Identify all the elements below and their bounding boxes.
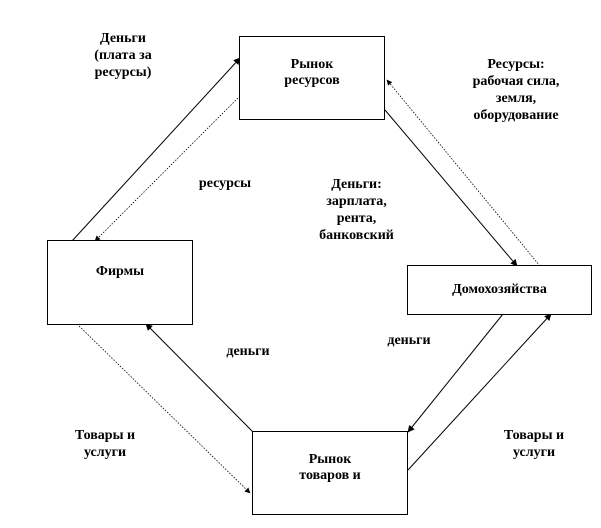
goods-market-label: Рынок товаров и: [299, 452, 361, 483]
label-resources-offer: Ресурсы: рабочая сила, земля, оборудован…: [472, 57, 560, 122]
firms-box: Фирмы: [47, 240, 193, 325]
firms-label: Фирмы: [95, 264, 145, 279]
label-money-income: Деньги: зарплата, рента, банковский: [319, 177, 394, 243]
arrow-resource-market-to-firms: [94, 95, 241, 242]
arrow-goods-market-to-firms: [145, 323, 254, 433]
arrow-resource-market-to-households: [384, 109, 518, 267]
label-money-right: деньги: [387, 333, 431, 348]
households-box: Домохозяйства: [407, 265, 592, 315]
label-goods-left: Товары и услуги: [74, 428, 136, 460]
arrow-households-to-resource-market: [386, 79, 541, 267]
resource-market-label: Рынок ресурсов: [284, 57, 340, 88]
label-goods-right: Товары и услуги: [503, 428, 565, 460]
label-money-left: деньги: [226, 344, 270, 359]
resource-market-box: Рынок ресурсов: [239, 36, 385, 120]
arrow-households-to-goods-market: [407, 313, 504, 433]
label-resources: ресурсы: [198, 176, 252, 191]
goods-market-box: Рынок товаров и: [252, 431, 408, 515]
arrow-firms-to-goods-market: [76, 323, 251, 494]
arrow-firms-to-resource-market: [71, 57, 241, 242]
label-money-for-resources: Деньги (плата за ресурсы): [94, 31, 152, 80]
arrow-goods-market-to-households: [407, 313, 552, 471]
households-label: Домохозяйства: [452, 282, 547, 297]
